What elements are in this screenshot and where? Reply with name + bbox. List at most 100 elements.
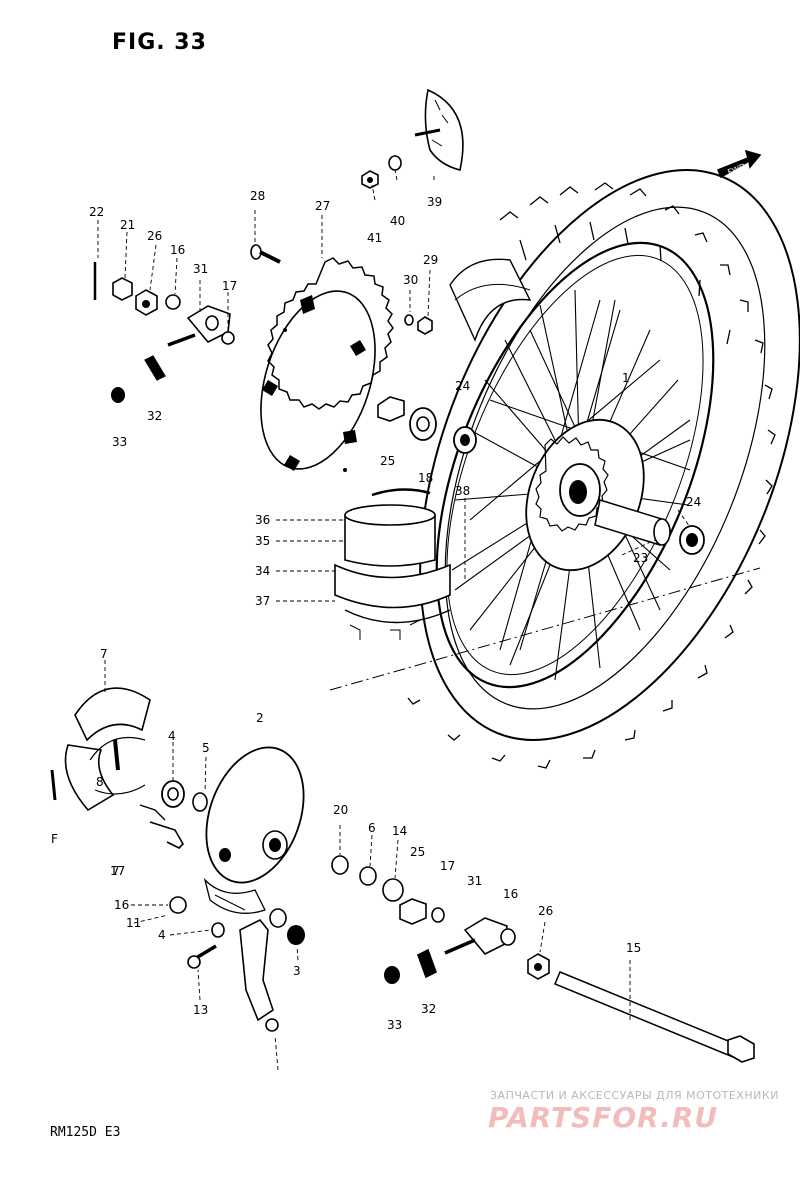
callout-28: 28: [250, 189, 265, 203]
axle-15: [554, 971, 739, 1058]
washer-17: [221, 331, 235, 345]
chain-adjuster-top: [93, 262, 235, 403]
sprocket-bolt: [250, 244, 281, 264]
callout-16c: 16: [503, 887, 518, 901]
callout-7b: 7: [112, 864, 120, 878]
washer-17b: [431, 907, 445, 923]
callout-22: 22: [89, 205, 104, 219]
washer-40: [388, 155, 402, 171]
brake-panel-2: [205, 746, 305, 884]
washer-4b: [211, 922, 225, 938]
callout-40: 40: [390, 214, 405, 228]
tire-tube-stack: [334, 488, 451, 640]
callout-17b: 17: [440, 859, 455, 873]
brake-arm-12: [239, 918, 274, 1022]
washer-16: [165, 294, 181, 310]
tread-knobs: [407, 182, 776, 769]
rear-axle: [554, 971, 755, 1063]
tire-34: [334, 563, 451, 609]
brake-shoes: [50, 687, 166, 821]
callout-36: 36: [255, 513, 270, 527]
callout-4a: 4: [168, 729, 176, 743]
rim-inner: [446, 254, 704, 676]
brake-panel: [203, 746, 305, 914]
bearing-14: [382, 878, 404, 902]
callout-26a: 26: [147, 229, 162, 243]
callout-16b: 16: [114, 898, 129, 912]
nut-29: [417, 316, 433, 335]
fwd-label: FWD: [726, 162, 747, 177]
brake-shoe-7: [74, 687, 151, 742]
rim: [435, 241, 715, 689]
callout-41: 41: [367, 231, 382, 245]
tire-outer: [419, 169, 800, 741]
brake-cam-parts: [149, 780, 208, 849]
washer-20: [331, 855, 349, 875]
hub-flange-teeth: [535, 436, 609, 532]
model-code: RM125D E3: [50, 1125, 121, 1140]
callout-31a: 31: [193, 262, 208, 276]
callout-30: 30: [403, 273, 418, 287]
callout-33a: 33: [112, 435, 127, 449]
spacer-6: [359, 866, 377, 886]
figure-title: FIG. 33: [112, 30, 207, 55]
callout-8: 8: [96, 775, 104, 789]
callout-29: 29: [423, 253, 438, 267]
plate-32b: [417, 948, 437, 979]
callout-32b: 32: [421, 1002, 436, 1016]
washer-30: [404, 314, 414, 326]
callout-39: 39: [427, 195, 442, 209]
left-bearing-stack: [377, 396, 477, 454]
leader-lines: [97, 169, 691, 1071]
callout-34: 34: [255, 564, 270, 578]
spring-F: [50, 769, 57, 801]
watermark-caption: ЗАПЧАСТИ И АКСЕССУАРЫ ДЛЯ МОТОТЕХНИКИ: [490, 1089, 779, 1102]
callout-6: 6: [368, 821, 376, 835]
callout-labels: 1 2 3 4 4 5 6 7 7 8 11 13 14 15 16 16 16…: [51, 189, 701, 1032]
callout-11: 11: [126, 916, 141, 930]
callout-32a: 32: [147, 409, 162, 423]
callout-26b: 26: [538, 904, 553, 918]
cap-33: [111, 387, 125, 403]
watermark-brand: PARTSFOR.RU: [488, 1101, 719, 1134]
callout-23: 23: [633, 551, 648, 565]
washer-16b: [169, 896, 187, 914]
rim-band-36: [371, 488, 431, 497]
callout-33b: 33: [387, 1018, 402, 1032]
brake-arm: [169, 896, 305, 1032]
callout-5: 5: [202, 741, 210, 755]
washer-3: [287, 925, 305, 945]
tire-inner: [444, 206, 766, 710]
callout-2: 2: [256, 711, 264, 725]
callout-38: 38: [455, 484, 470, 498]
washer-5: [192, 792, 208, 812]
spacer-25: [377, 396, 405, 422]
callout-21: 21: [120, 218, 135, 232]
callout-17a: 17: [222, 279, 237, 293]
callout-31b: 31: [467, 874, 482, 888]
washer-16c: [500, 928, 516, 946]
callout-17c: 17: [110, 864, 125, 878]
callout-4b: 4: [158, 928, 166, 942]
fwd-arrow: FWD: [716, 149, 762, 179]
plate-32: [144, 355, 166, 381]
callout-35: 35: [255, 534, 270, 548]
rear-wheel: [329, 169, 800, 769]
callout-15: 15: [626, 941, 641, 955]
callout-3: 3: [293, 964, 301, 978]
rim-band: [449, 258, 532, 342]
sprocket-teeth: [267, 257, 394, 410]
callout-13: 13: [193, 1003, 208, 1017]
callout-F: F: [51, 832, 58, 846]
rear-sprocket: [260, 257, 394, 472]
nut-21: [112, 277, 133, 301]
callout-27: 27: [315, 199, 330, 213]
callout-24b: 24: [686, 495, 701, 509]
callout-7a: 7: [100, 647, 108, 661]
callout-37: 37: [255, 594, 270, 608]
rim-lock: [414, 88, 464, 171]
callout-1: 1: [622, 371, 630, 385]
cap-33b: [384, 966, 400, 984]
callout-24a: 24: [455, 379, 470, 393]
